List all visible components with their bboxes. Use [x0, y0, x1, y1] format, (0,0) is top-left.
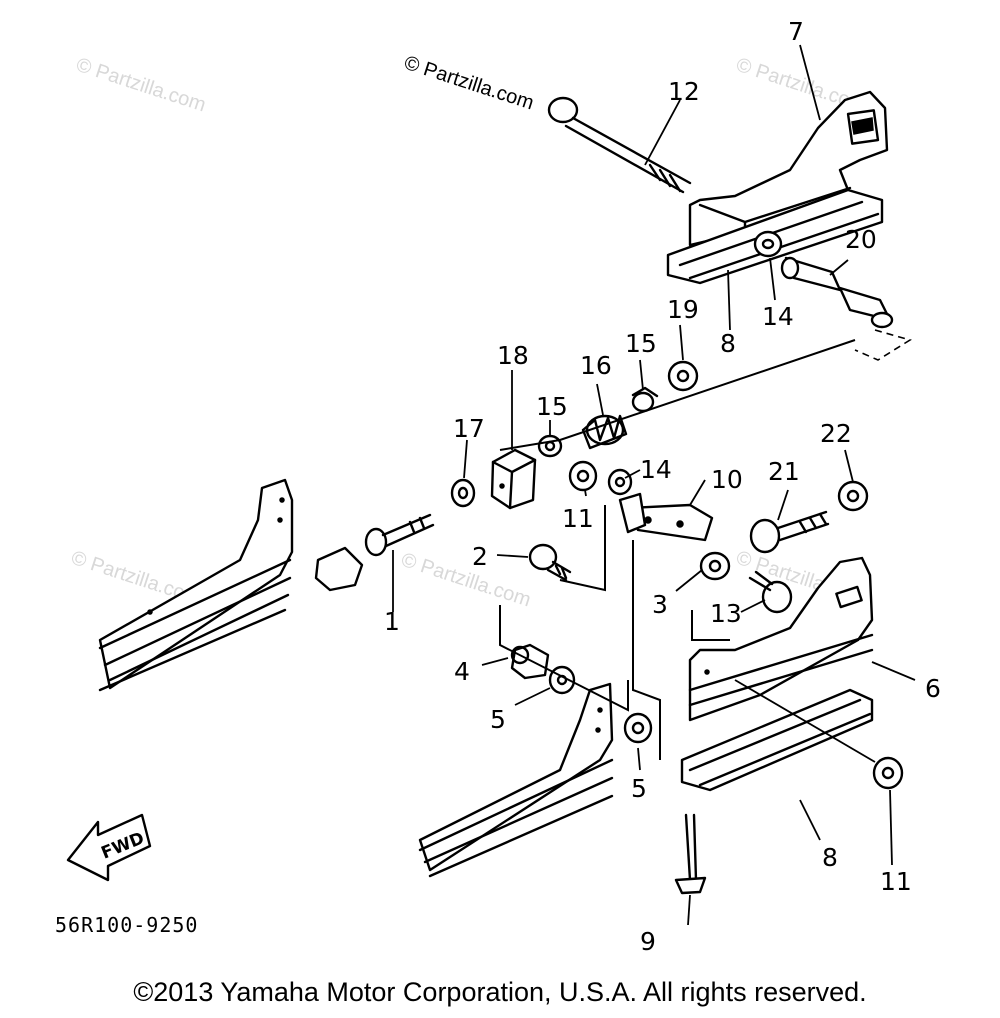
left-seat-rail — [98, 478, 294, 692]
callout-2: 2 — [472, 542, 488, 571]
watermark-top-left: © Partzilla.com — [73, 54, 208, 117]
washer-part-14-upper — [753, 230, 783, 258]
lever-part-10 — [618, 492, 714, 542]
callout-7: 7 — [788, 17, 804, 46]
collar-part-15-lower — [537, 434, 563, 458]
small-parts-cluster — [450, 360, 869, 744]
callout-21: 21 — [768, 457, 800, 486]
bush-part-4 — [510, 643, 550, 680]
callout-13: 13 — [710, 599, 742, 628]
seat-rail-upper-assembly — [547, 90, 912, 361]
nut-part-11-upper — [568, 460, 598, 492]
callout-20: 20 — [845, 225, 877, 254]
callout-11-lower: 11 — [880, 867, 912, 896]
callout-11-upper: 11 — [562, 504, 594, 533]
nut-part-11-lower — [872, 756, 904, 790]
nut-part-22 — [837, 480, 869, 512]
callout-10: 10 — [711, 465, 743, 494]
bolt-part-1 — [314, 513, 435, 592]
collar-part-5-lower — [623, 712, 653, 744]
callout-8-lower: 8 — [822, 843, 838, 872]
callout-18: 18 — [497, 341, 529, 370]
adjuster-part-20 — [780, 256, 894, 329]
callout-4: 4 — [454, 657, 470, 686]
callout-19: 19 — [667, 295, 699, 324]
callout-numbers: 7 12 20 14 8 19 15 16 18 15 17 22 14 10 … — [384, 17, 941, 956]
screw-part-9 — [674, 813, 707, 895]
copyright-notice: ©2013 Yamaha Motor Corporation, U.S.A. A… — [133, 977, 867, 1007]
callout-9: 9 — [640, 927, 656, 956]
callout-14-upper: 14 — [762, 302, 794, 331]
callout-5-upper: 5 — [490, 705, 506, 734]
bolt-part-21 — [749, 510, 830, 554]
watermark-group: © Partzilla.com © Partzilla.com © Partzi… — [68, 52, 868, 612]
nut-part-19 — [667, 360, 699, 392]
callout-15-lower: 15 — [536, 392, 568, 421]
callout-22: 22 — [820, 419, 852, 448]
callout-15-upper: 15 — [625, 329, 657, 358]
long-bolt-part-12 — [547, 96, 692, 194]
diagram-code: 56R100-9250 — [55, 913, 199, 937]
callout-14-lower: 14 — [640, 455, 672, 484]
bolt-part-2 — [528, 543, 572, 582]
slide-rail-lower-part-8 — [680, 688, 874, 792]
bush-part-17 — [450, 478, 476, 508]
callout-12: 12 — [668, 77, 700, 106]
nut-part-3 — [699, 551, 731, 581]
callout-17: 17 — [453, 414, 485, 443]
callout-leaders — [392, 44, 916, 926]
assembly-guide-lines — [499, 339, 876, 763]
center-seat-rail-lower — [418, 682, 614, 878]
forward-direction-arrow: FWD — [66, 813, 152, 882]
watermark-mid-center: © Partzilla.com — [398, 549, 533, 612]
washer-part-14-lower — [607, 468, 633, 496]
callout-1: 1 — [384, 607, 400, 636]
block-part-18 — [490, 448, 537, 510]
callout-5-lower: 5 — [631, 774, 647, 803]
callout-3: 3 — [652, 590, 668, 619]
callout-16: 16 — [580, 351, 612, 380]
watermark-primary: © Partzilla.com — [401, 52, 536, 115]
callout-6: 6 — [925, 674, 941, 703]
callout-8-upper: 8 — [720, 329, 736, 358]
bolt-part-13 — [748, 570, 793, 614]
